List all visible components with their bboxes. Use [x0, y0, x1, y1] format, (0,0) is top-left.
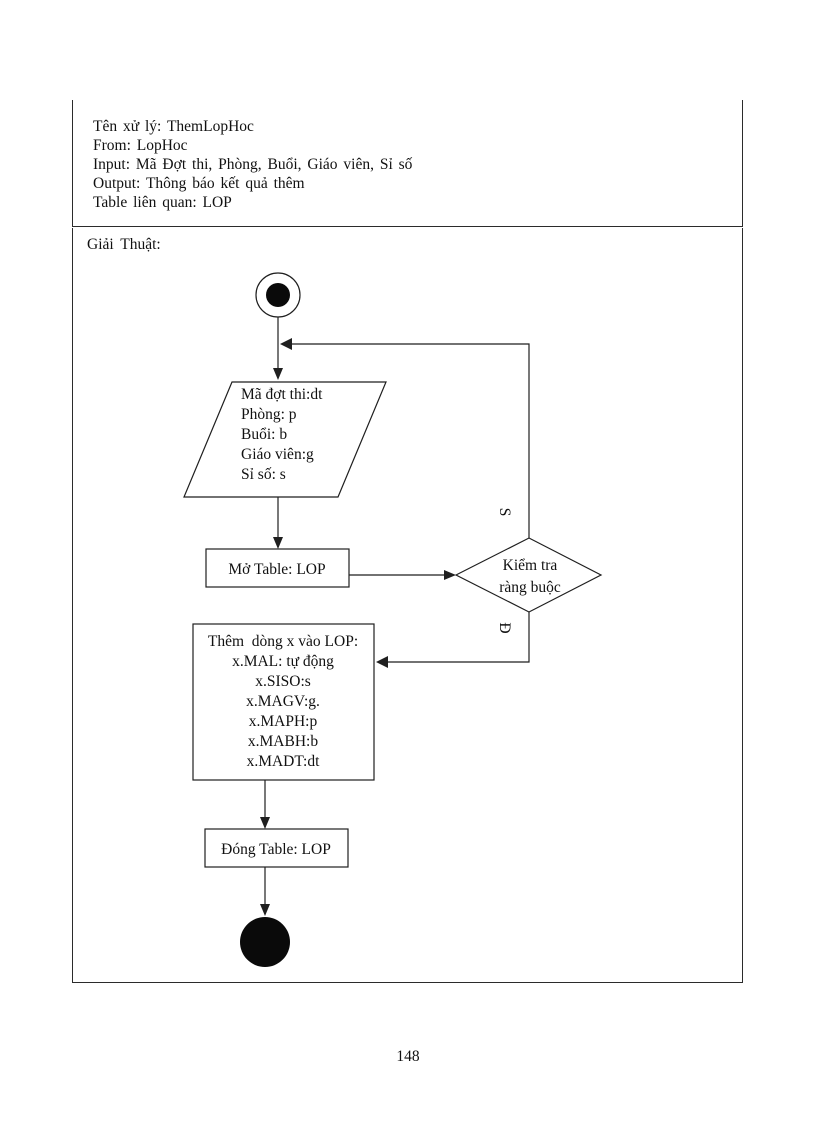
- close-table-label: Đóng Table: LOP: [221, 841, 331, 858]
- input-line-1: Mã đợt thi:dt: [241, 386, 323, 403]
- end-node: [240, 917, 290, 967]
- table-line: Table liên quan: LOP: [93, 194, 232, 211]
- decision-false-label: S: [496, 508, 513, 517]
- arrowhead-into-close: [260, 817, 270, 829]
- start-node-core: [266, 283, 290, 307]
- insert-line-1: Thêm dòng x vào LOP:: [208, 633, 358, 650]
- from-line: From: LopHoc: [93, 137, 188, 154]
- insert-line-5: x.MAPH:p: [249, 713, 318, 730]
- insert-line-3: x.SISO:s: [255, 673, 311, 690]
- arrowhead-into-decision: [444, 570, 456, 580]
- input-line-4: Giáo viên:g: [241, 446, 314, 463]
- open-table-step: [205, 548, 350, 588]
- insert-line-7: x.MADT:dt: [247, 753, 321, 770]
- decision-line-2: ràng buộc: [499, 579, 561, 596]
- input-line: Input: Mã Đợt thi, Phòng, Buổi, Giáo viê…: [93, 156, 413, 173]
- insert-line-4: x.MAGV:g.: [246, 693, 320, 710]
- algorithm-title: Giải Thuật:: [87, 236, 161, 253]
- input-line-3: Buổi: b: [241, 426, 287, 443]
- input-parallelogram: [183, 381, 387, 498]
- arrowhead-into-input: [273, 368, 283, 380]
- process-spec-header: Tên xử lý: ThemLopHoc From: LopHoc Input…: [72, 100, 743, 227]
- output-line: Output: Thông báo kết quả thêm: [93, 175, 305, 192]
- flowline-true-to-insert: [388, 612, 530, 663]
- decision-diamond: [454, 537, 603, 613]
- close-table-step: [204, 828, 349, 868]
- arrowhead-into-end: [260, 904, 270, 916]
- page-number: 148: [396, 1048, 420, 1065]
- decision-true-label: Đ: [496, 622, 513, 633]
- open-table-label: Mở Table: LOP: [228, 561, 325, 578]
- algorithm-section: Giải Thuật: Mã đợt thi:dt Phòng: p Buổi:…: [72, 228, 743, 983]
- insert-line-6: x.MABH:b: [248, 733, 318, 750]
- arrowhead-loop-into-spine: [280, 338, 292, 350]
- process-name-line: Tên xử lý: ThemLopHoc: [93, 118, 254, 135]
- input-line-5: Sỉ số: s: [241, 466, 286, 483]
- arrowhead-into-insert: [376, 656, 388, 668]
- insert-line-2: x.MAL: tự động: [232, 653, 334, 670]
- decision-line-1: Kiểm tra: [503, 557, 558, 574]
- flowline-false-loop: [292, 343, 530, 538]
- input-line-2: Phòng: p: [241, 406, 297, 423]
- flowchart: Mã đợt thi:dt Phòng: p Buổi: b Giáo viên…: [183, 272, 603, 967]
- insert-row-step: [192, 623, 375, 781]
- arrowhead-into-open: [273, 537, 283, 549]
